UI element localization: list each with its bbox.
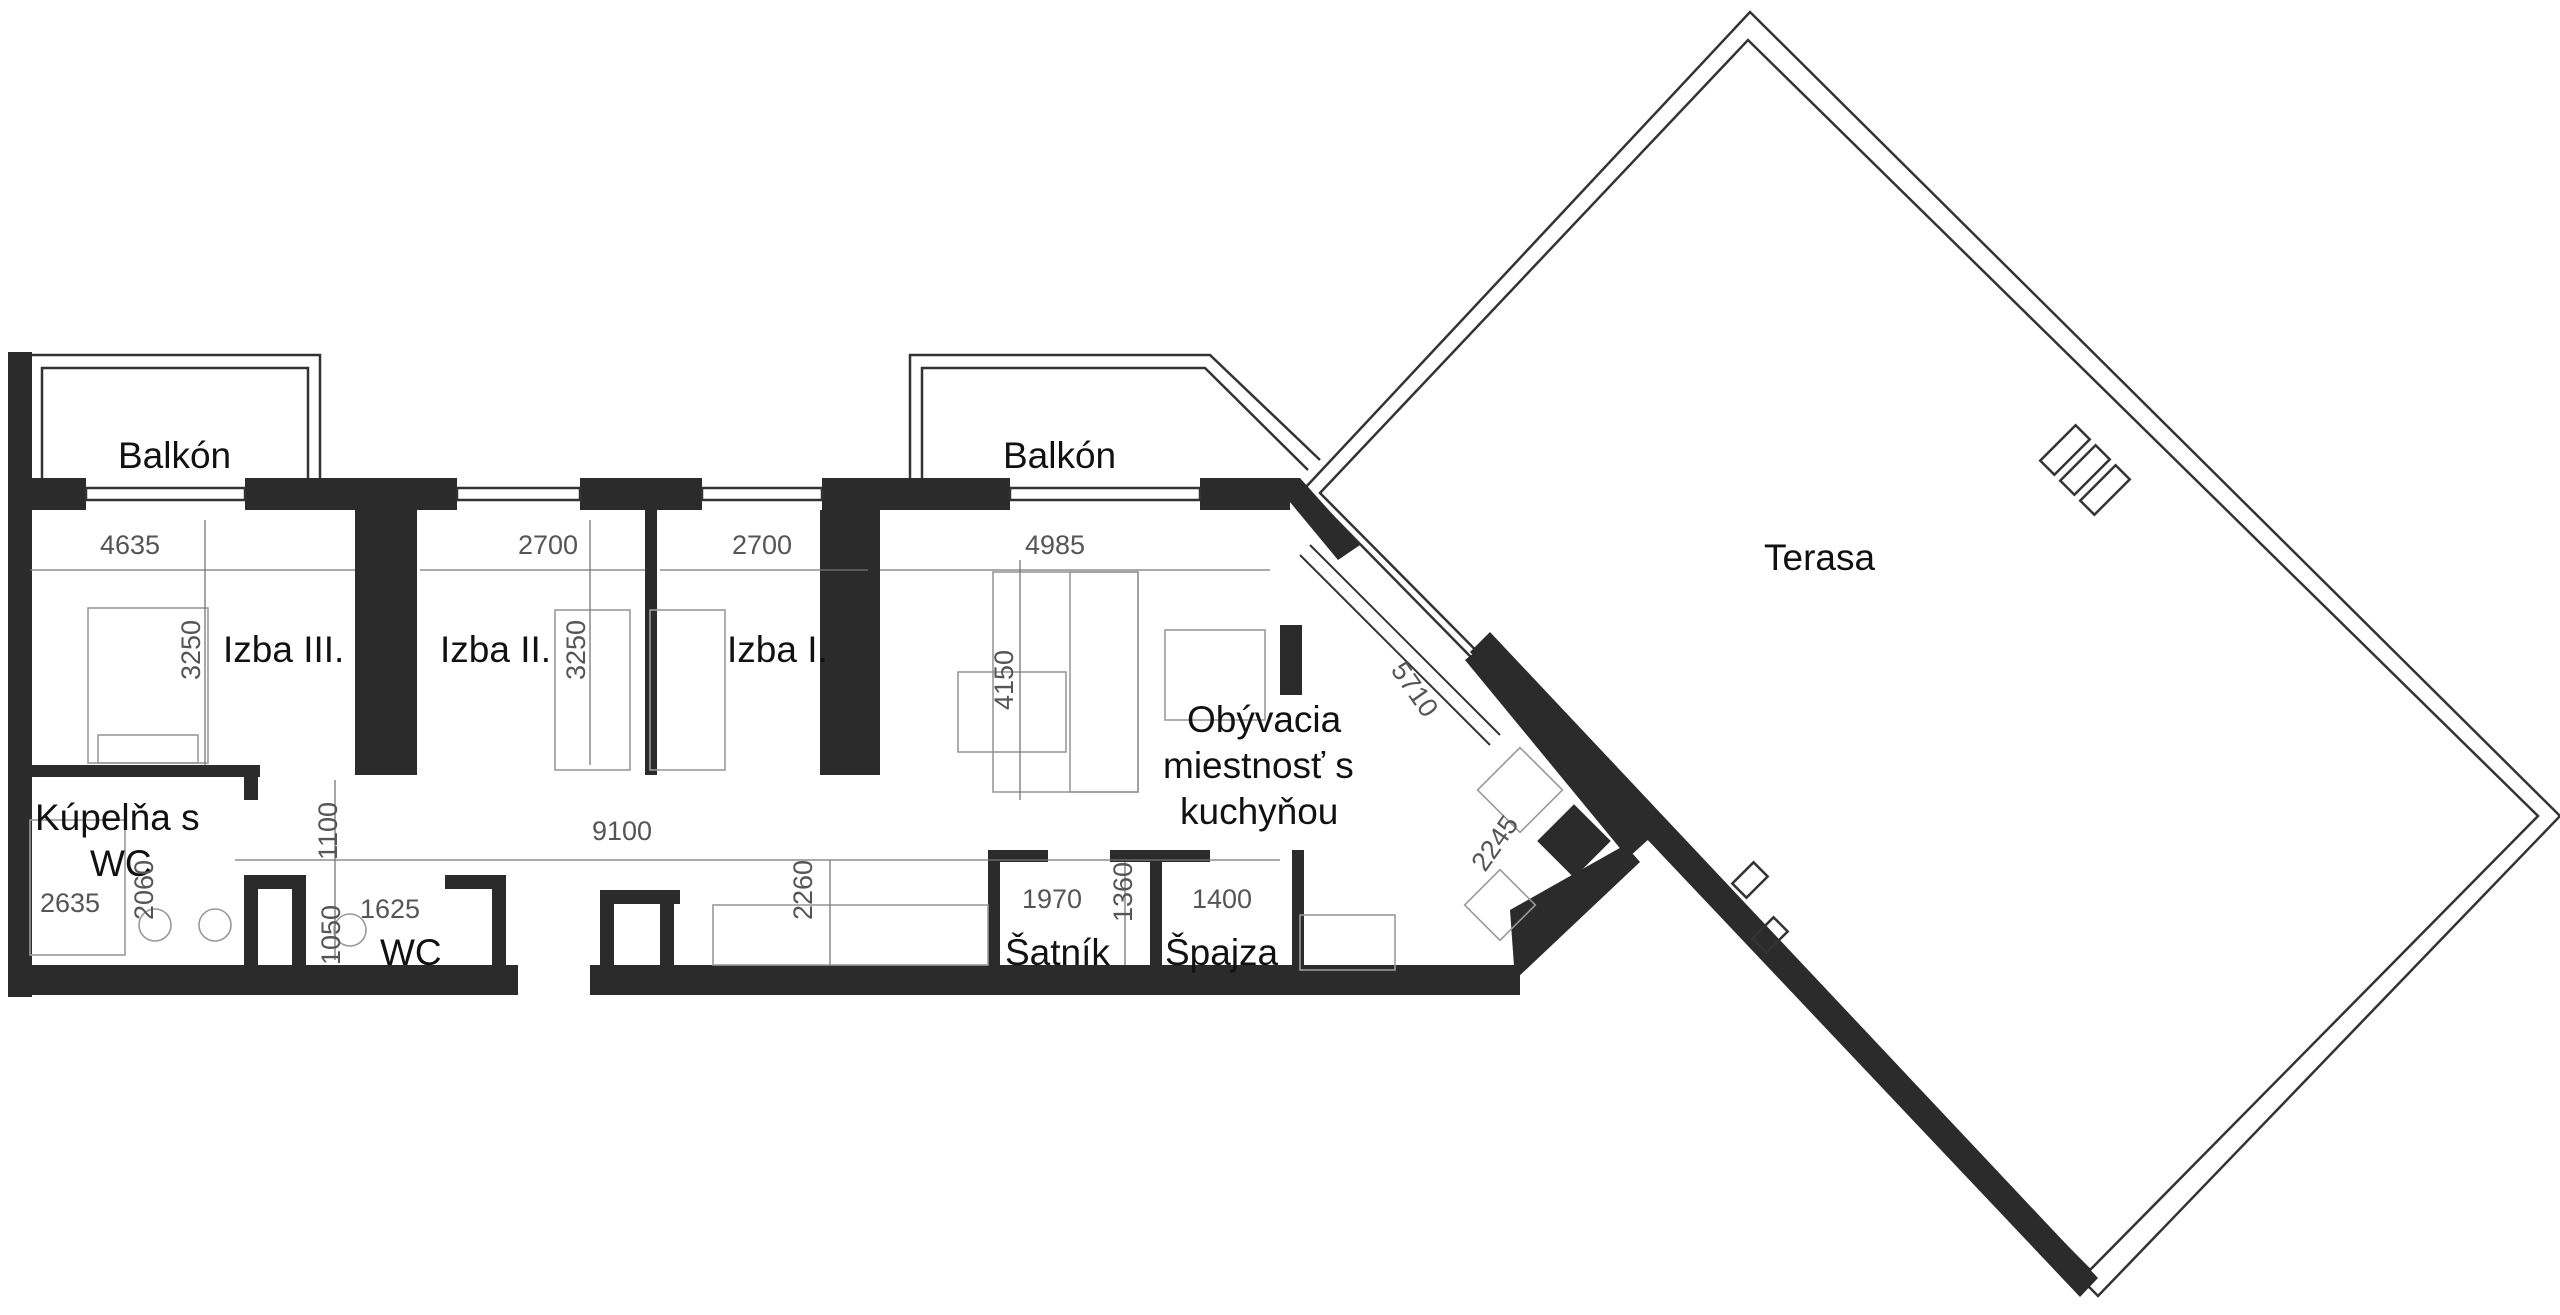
terrace <box>1299 10 2560 1298</box>
dim-4150: 4150 <box>989 650 1019 710</box>
windows <box>84 486 1202 502</box>
label-kupelna-line2: WC <box>90 843 152 884</box>
dim-2060: 2060 <box>129 860 159 920</box>
dim-3250-izba3: 3250 <box>176 620 206 680</box>
dim-2260: 2260 <box>788 860 818 920</box>
walls <box>8 352 1650 997</box>
dim-1100: 1100 <box>313 802 343 860</box>
dim-2245: 2245 <box>1465 810 1524 876</box>
balcony-right <box>908 353 1321 480</box>
dim-9100: 9100 <box>592 816 652 846</box>
label-living-line3: kuchyňou <box>1180 791 1338 832</box>
drain-icon <box>2038 423 2132 517</box>
label-kupelna-line1: Kúpelňa s <box>35 797 200 838</box>
label-izba-3: Izba III. <box>223 629 344 670</box>
label-living-line2: miestnosť s <box>1163 745 1354 786</box>
dim-4985: 4985 <box>1025 530 1085 560</box>
dim-1050: 1050 <box>316 905 346 965</box>
room-labels: Balkón Balkón Izba III. Izba II. Izba I.… <box>35 435 1875 973</box>
dim-2700-izba2: 2700 <box>518 530 578 560</box>
dimension-lines <box>30 520 1280 965</box>
dim-2700-izba1: 2700 <box>732 530 792 560</box>
dim-1625: 1625 <box>360 894 420 924</box>
label-balkon-right: Balkón <box>1003 435 1116 476</box>
dim-1400: 1400 <box>1192 884 1252 914</box>
dim-1970: 1970 <box>1022 884 1082 914</box>
dim-3250-izba2: 3250 <box>561 620 591 680</box>
furniture <box>29 571 1564 971</box>
label-terasa: Terasa <box>1764 537 1875 578</box>
dim-4635: 4635 <box>100 530 160 560</box>
dim-1360: 1360 <box>1108 862 1138 922</box>
label-satnik: Šatník <box>1005 932 1110 973</box>
label-wc: WC <box>380 932 442 973</box>
label-living-line1: Obývacia <box>1187 699 1342 740</box>
terrace-railing <box>1299 554 1491 746</box>
label-spajza: Špajza <box>1165 932 1279 973</box>
label-balkon-left: Balkón <box>118 435 231 476</box>
label-izba-2: Izba II. <box>440 629 551 670</box>
label-izba-1: Izba I. <box>727 629 828 670</box>
dim-2635: 2635 <box>40 888 100 918</box>
terrace-wall <box>1470 632 2098 1297</box>
